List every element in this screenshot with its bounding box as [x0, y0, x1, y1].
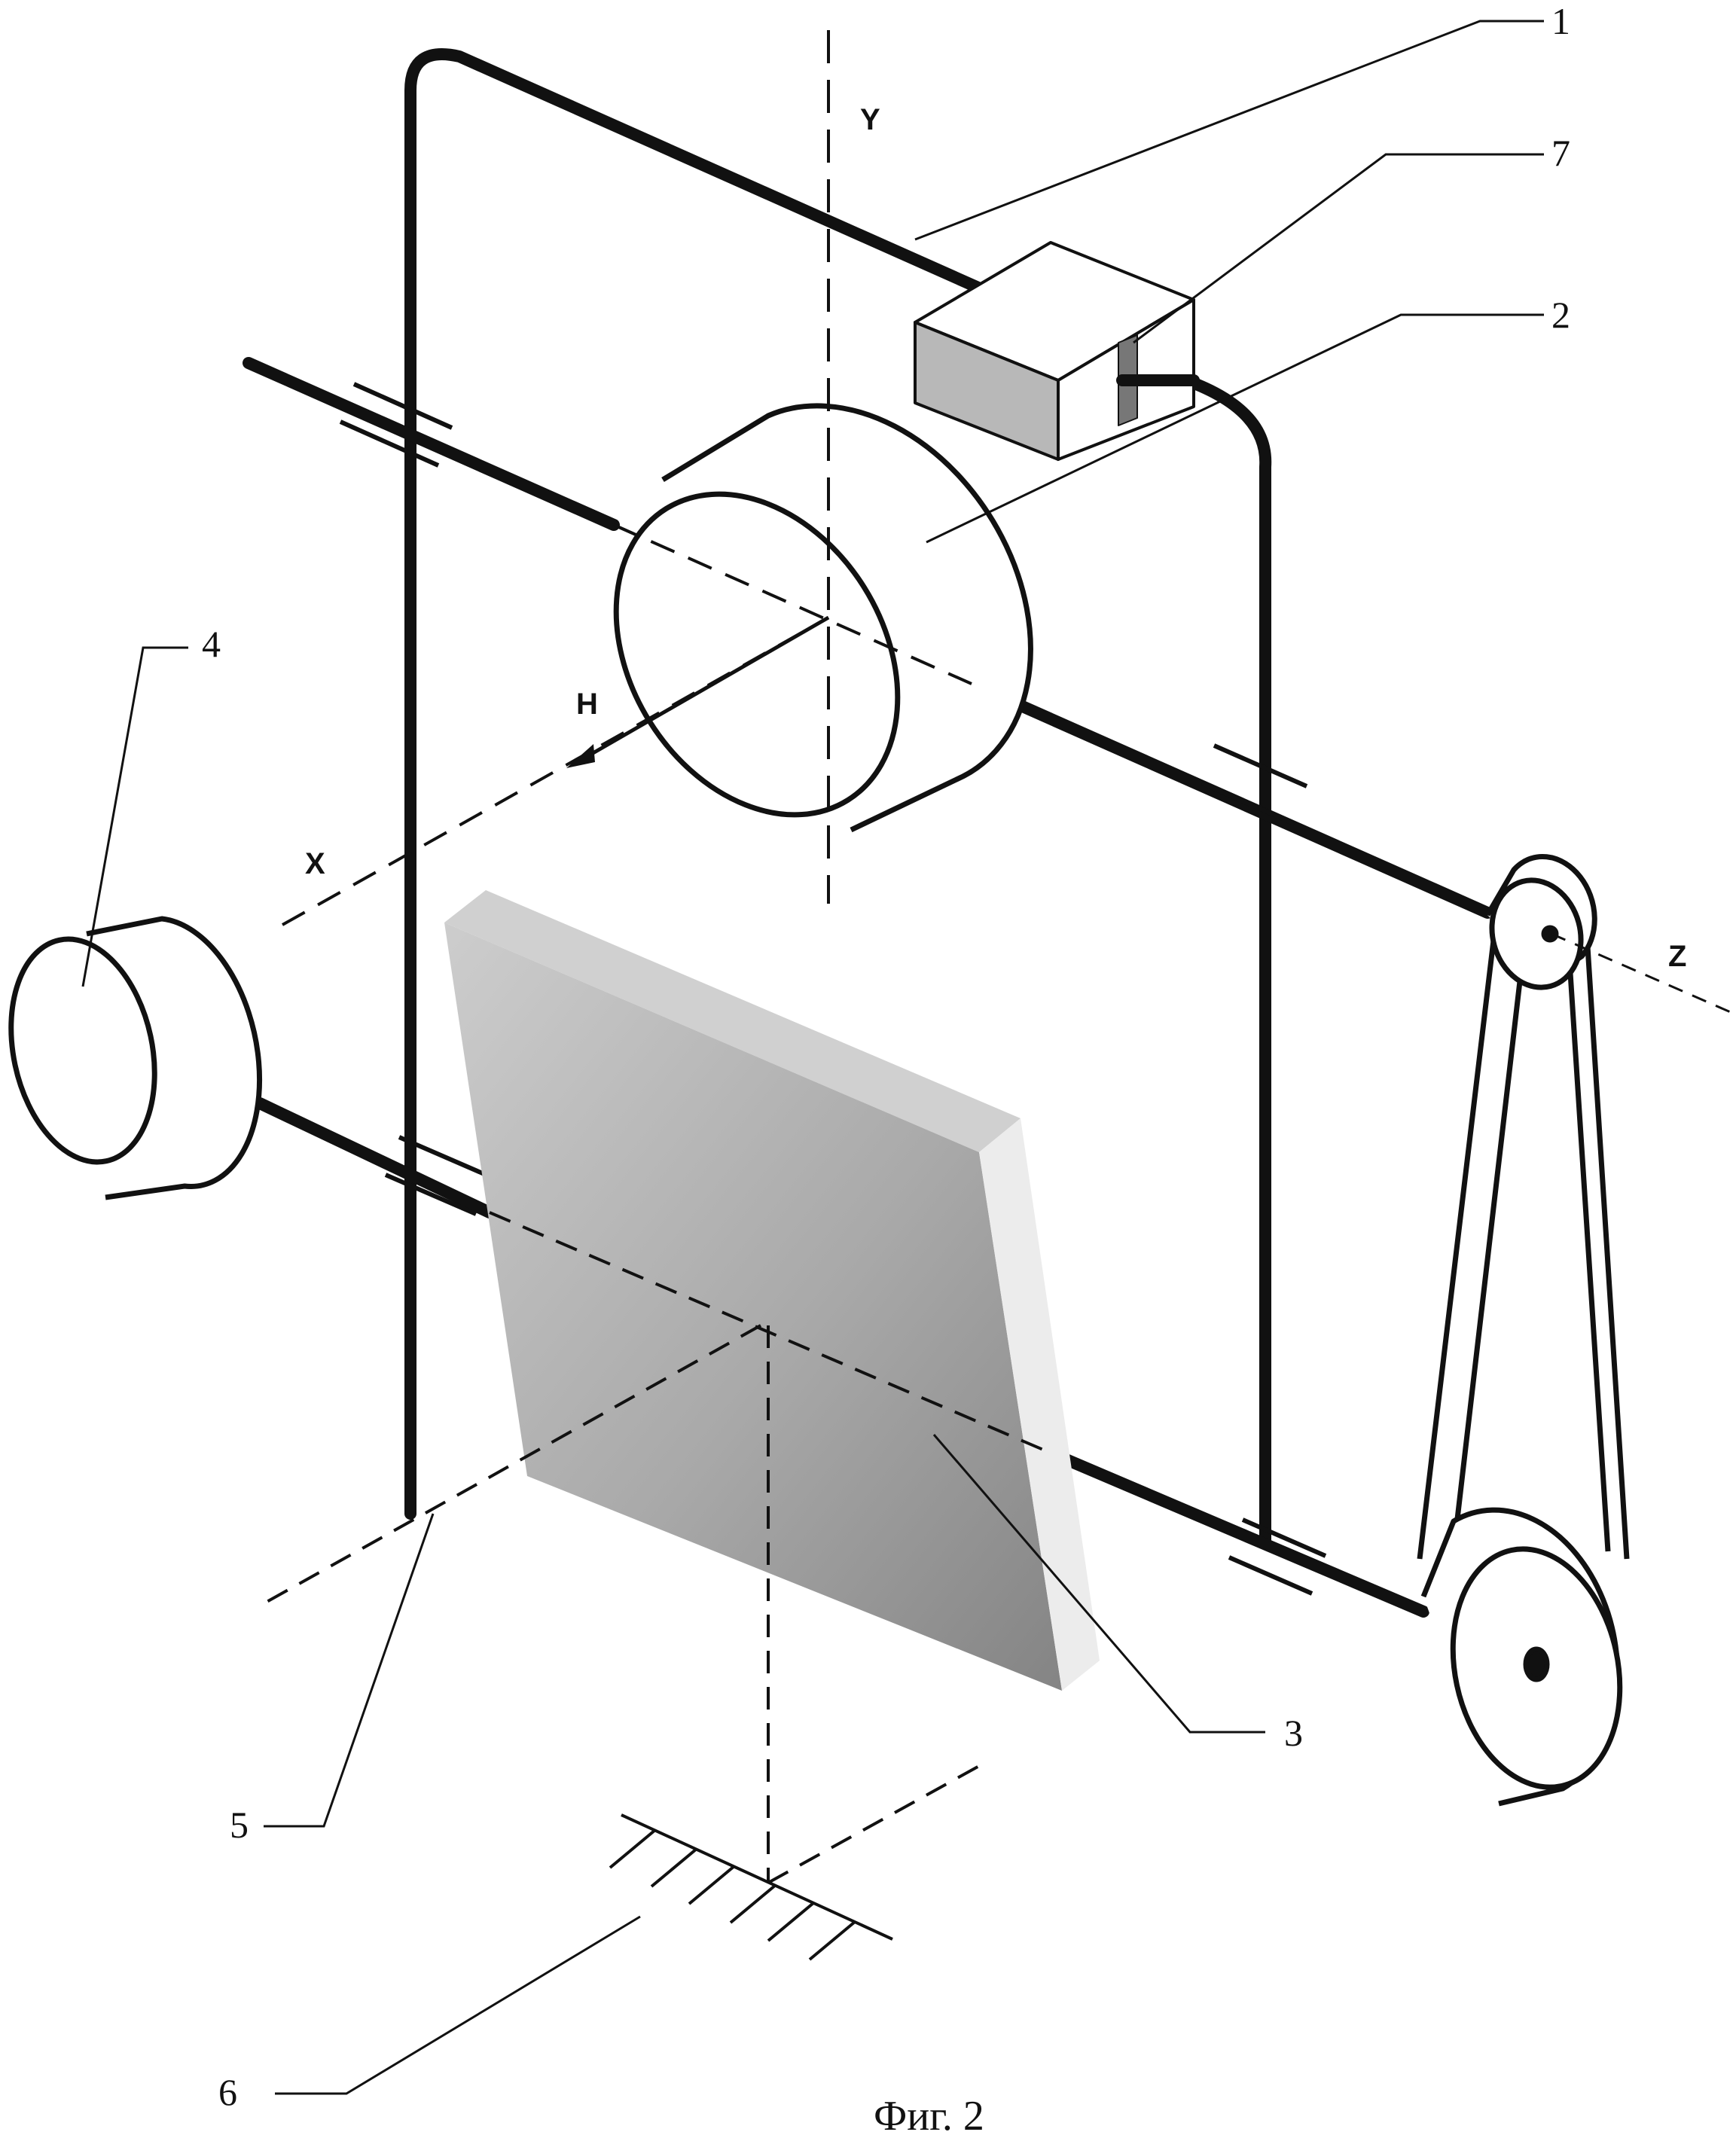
axis-label-h: H — [576, 688, 598, 721]
belt-drive — [1417, 853, 1630, 1807]
bearing-lower-right — [1228, 1517, 1327, 1596]
cylinder-axis — [613, 523, 972, 685]
callout-4: 4 — [202, 623, 221, 665]
axis-label-x: X — [305, 847, 325, 880]
callout-7: 7 — [1551, 132, 1570, 174]
plate — [444, 890, 1100, 1691]
plate-top — [444, 890, 1021, 1152]
h-vector — [566, 615, 830, 768]
figure-caption: Фиг. 2 — [874, 2093, 984, 2135]
callout-1: 1 — [1551, 0, 1570, 42]
leader-lines — [81, 20, 1544, 2095]
sensor-box — [914, 241, 1200, 461]
callout-3: 3 — [1284, 1712, 1303, 1754]
lower-shaft — [254, 1097, 1429, 1618]
axis-label-z: Z — [1668, 940, 1686, 973]
callout-6: 6 — [218, 2071, 237, 2113]
axis-label-y: Y — [860, 103, 880, 136]
bearing-lower-left — [384, 1135, 491, 1216]
bearing-upper-right — [1201, 743, 1308, 826]
plate-axes — [255, 1211, 1044, 1884]
x-axis — [282, 616, 829, 926]
z-axis — [1551, 932, 1733, 1014]
plate-side — [979, 1118, 1100, 1691]
ground-mount — [609, 1813, 893, 1961]
callout-2: 2 — [1551, 294, 1570, 336]
bearing-upper-left — [339, 382, 453, 468]
callout-5: 5 — [230, 1804, 249, 1846]
left-disk — [8, 916, 263, 1200]
plate-front — [444, 923, 1062, 1691]
